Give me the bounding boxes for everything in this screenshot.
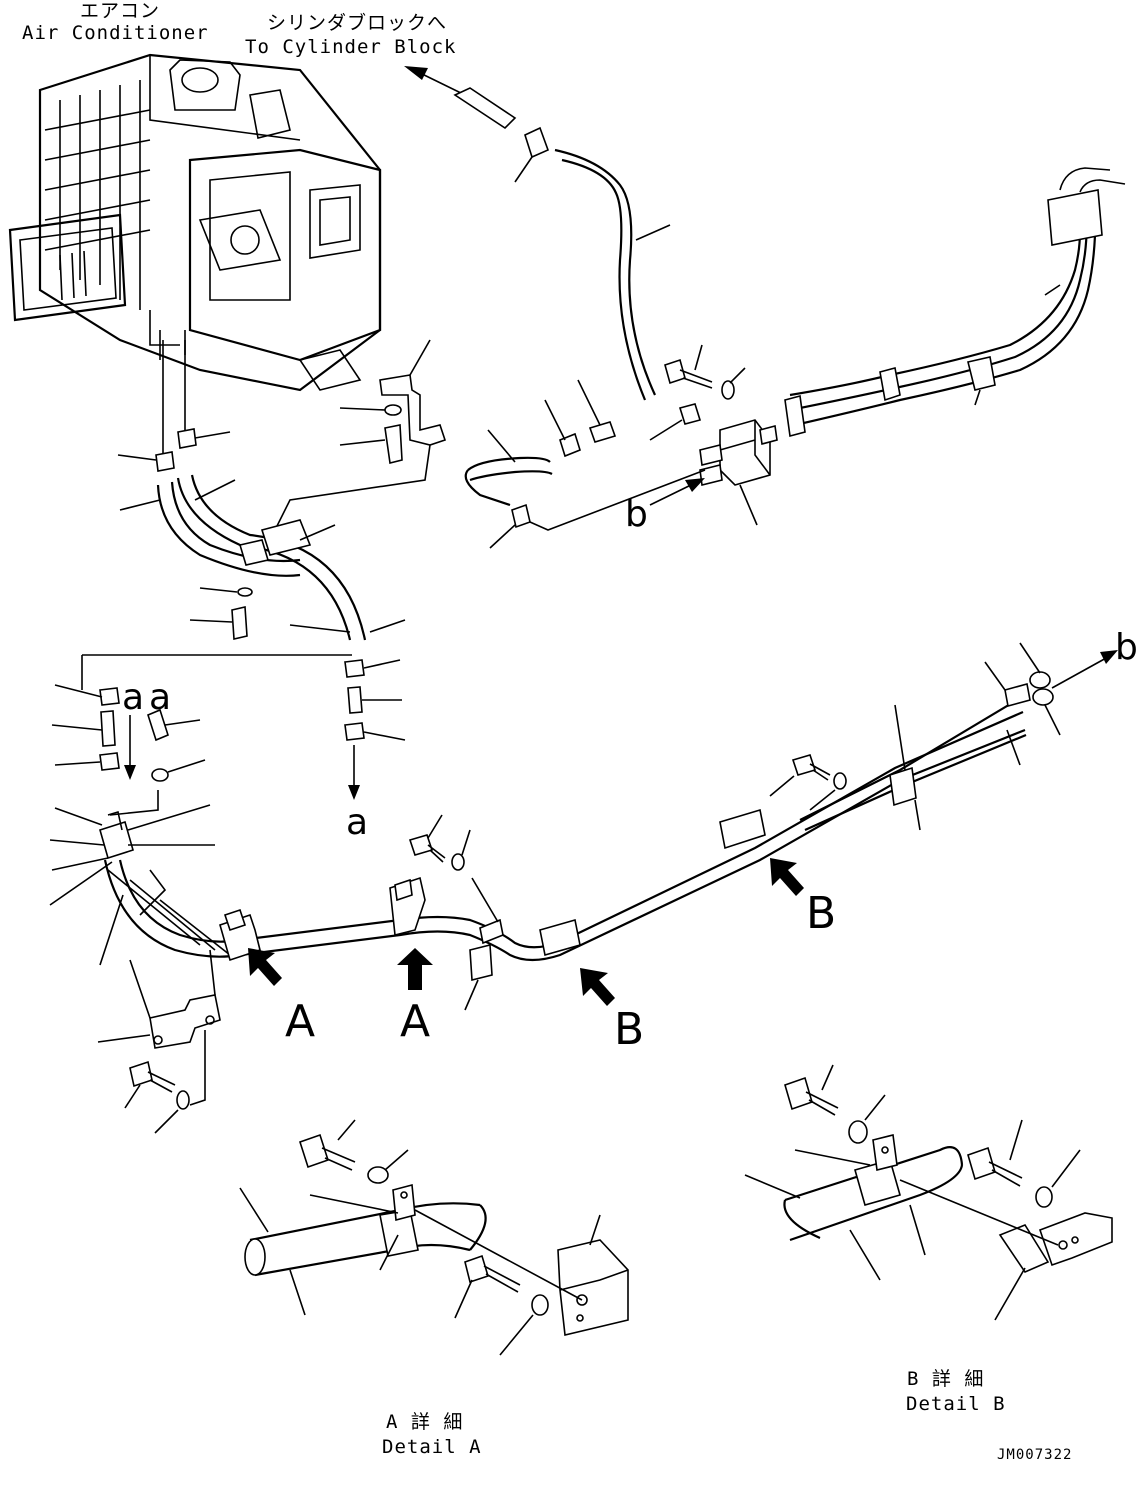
lower-left-bracket [97,949,221,1134]
reference-b-label: b [1115,627,1138,668]
detail-b-caption-en: Detail B [906,1393,1006,1415]
upper-bracket [269,339,447,541]
main-hose-assembly [49,661,1031,1011]
view-b-label: B [806,888,837,939]
reference-b-label: b [625,494,648,535]
air-conditioner-unit-illustration [8,53,382,392]
detail-a-caption-en: Detail A [382,1436,482,1458]
right-end-fittings [1019,642,1118,736]
reference-a-label: a [346,802,369,843]
to-cylinder-block-arrow [404,66,550,183]
reference-a-label: a [122,677,145,718]
view-arrows [248,858,804,1006]
detail-a-caption-jp: A 詳 細 [386,1411,464,1433]
cylinder-block-hose [554,148,671,401]
detail-b-illustration [744,1064,1113,1321]
detail-a-illustration [239,1119,629,1356]
cylinder-block-label-jp: シリンダブロックへ [267,12,448,34]
valve-block [649,419,778,526]
view-b-label: B [614,1004,645,1055]
drawing-code: JM007322 [997,1447,1073,1463]
view-a-label: A [400,996,431,1047]
short-hose-mid [464,379,706,549]
view-a-label: A [285,996,316,1047]
upper-right-hose-assembly [784,167,1126,438]
valve-bolt-washer [649,344,746,441]
air-conditioner-label-en: Air Conditioner [22,22,209,44]
left-fitting-stack [51,684,206,816]
ac-outlet-hoses [81,340,406,690]
detail-b-caption-jp: B 詳 細 [907,1368,985,1390]
cylinder-block-label-en: To Cylinder Block [245,36,457,58]
air-conditioner-label-jp: エアコン [80,0,161,22]
reference-a-label: a [149,677,172,718]
right-fitting-stack [344,659,406,800]
b-area-bolts [408,754,847,923]
